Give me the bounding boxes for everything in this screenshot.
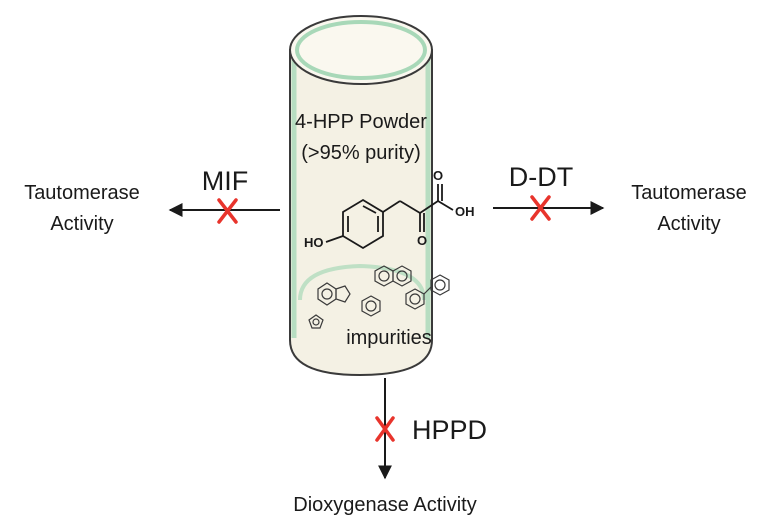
right-activity-line1: Tautomerase bbox=[631, 182, 747, 204]
hppd-label: HPPD bbox=[412, 415, 487, 445]
ddt-block-mark bbox=[530, 195, 551, 221]
impurity-naphthalene bbox=[374, 265, 412, 287]
powder-surface bbox=[298, 263, 426, 301]
mif-label: MIF bbox=[202, 166, 249, 196]
right-activity-line2: Activity bbox=[657, 213, 720, 235]
ddt-label: D-DT bbox=[509, 162, 573, 192]
container-title-line1: 4-HPP Powder bbox=[295, 111, 427, 133]
left-activity-line1: Tautomerase bbox=[24, 182, 140, 204]
powder-container bbox=[289, 15, 433, 377]
impurities-label: impurities bbox=[346, 327, 432, 349]
hydroxyl-label: HO bbox=[304, 235, 324, 250]
container-top-rim bbox=[289, 15, 433, 85]
impurity-indene bbox=[317, 282, 351, 306]
impurity-cyclopentadiene bbox=[308, 314, 324, 329]
container-body bbox=[289, 49, 433, 377]
hpp-molecule bbox=[325, 184, 454, 250]
acid-oh-label: OH bbox=[455, 204, 475, 219]
mif-block-mark bbox=[217, 198, 238, 224]
container-top-inner bbox=[295, 20, 427, 80]
impurity-benzene bbox=[361, 295, 381, 317]
bottom-activity-label: Dioxygenase Activity bbox=[293, 494, 476, 516]
impurity-biphenyl bbox=[405, 274, 450, 310]
keto-o-label: O bbox=[417, 233, 427, 248]
container-title-line2: (>95% purity) bbox=[301, 142, 421, 164]
left-activity-line2: Activity bbox=[50, 213, 113, 235]
carbonyl-o-label: O bbox=[433, 168, 443, 183]
impurity-structures bbox=[308, 265, 450, 329]
hppd-block-mark bbox=[375, 416, 395, 442]
